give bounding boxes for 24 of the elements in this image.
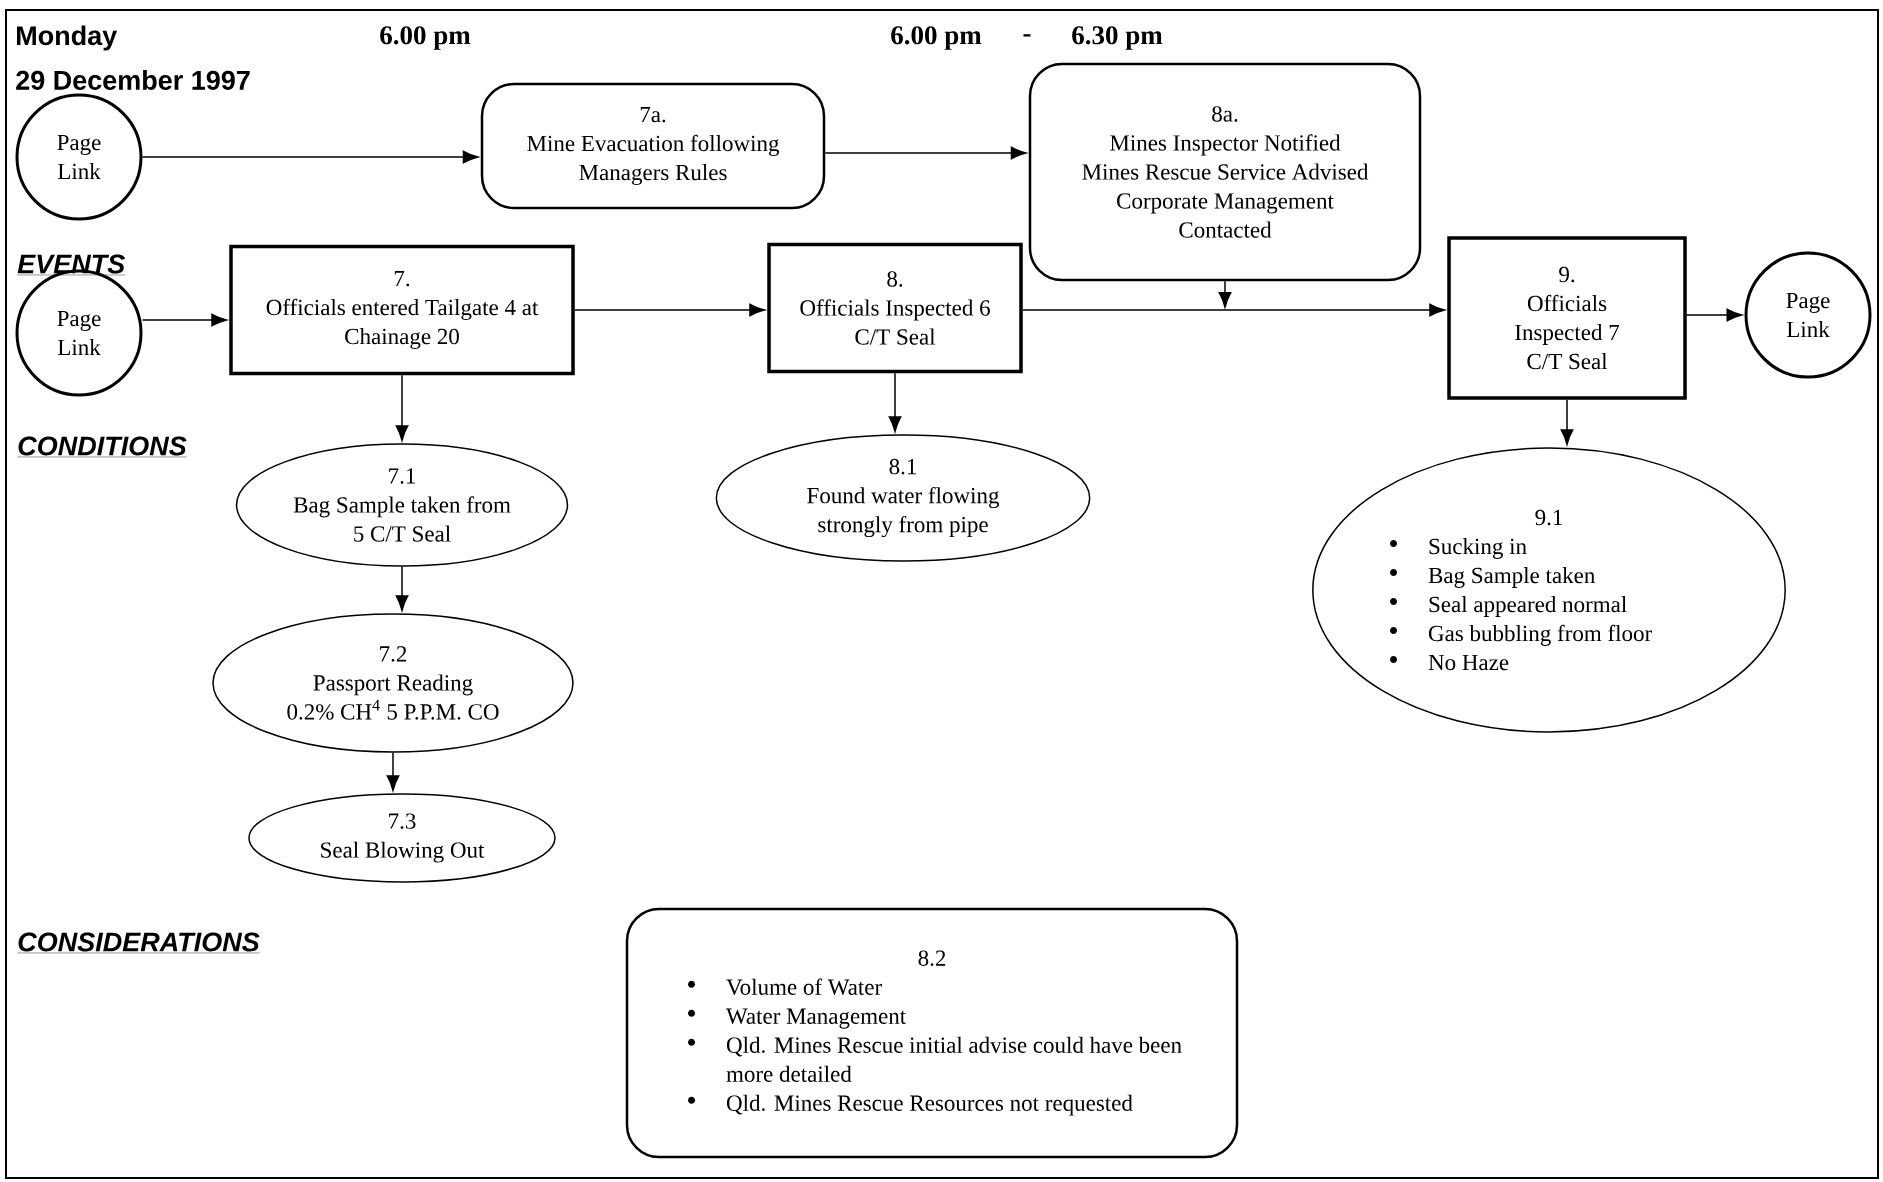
arrow [141,150,479,164]
arrow [1686,308,1743,322]
section-heading: CONDITIONS [17,436,187,458]
date-text: Monday [17,25,118,51]
arrow [395,374,409,441]
event-box: 8. Officials Inspected 6 C/T Seal [767,242,1023,374]
arrow [574,303,765,317]
event-box: 9. Officials Inspected 7 C/T Seal [1447,236,1687,400]
arrow [386,752,400,791]
process-box: 7a. Mine Evacuation following Managers Rules [480,82,826,210]
time-text: 6.00 pm [380,26,471,50]
time-text: - [1023,34,1031,37]
arrow [824,146,1027,160]
arrow [888,372,902,432]
time-text: 6.00 pm [891,26,982,50]
arrow [141,313,227,327]
process-box: 8a. Mines Inspector Notified Mines Rescue Service Advised Corporate Management Contacted [1028,62,1422,282]
consideration-box: 8.2 Volume of Water Water Management Qld. Mines Rescue initial advise could have been more detailed Qld. Mines Rescue Resources not requested [625,907,1239,1159]
event-box: 7. Officials entered Tailgate 4 at Chainage 20 [229,244,575,376]
section-heading: CONSIDERATIONS [17,932,260,954]
arrow [1218,280,1232,308]
arrow [1022,303,1445,317]
arrow [395,566,409,611]
arrow [1560,399,1574,445]
